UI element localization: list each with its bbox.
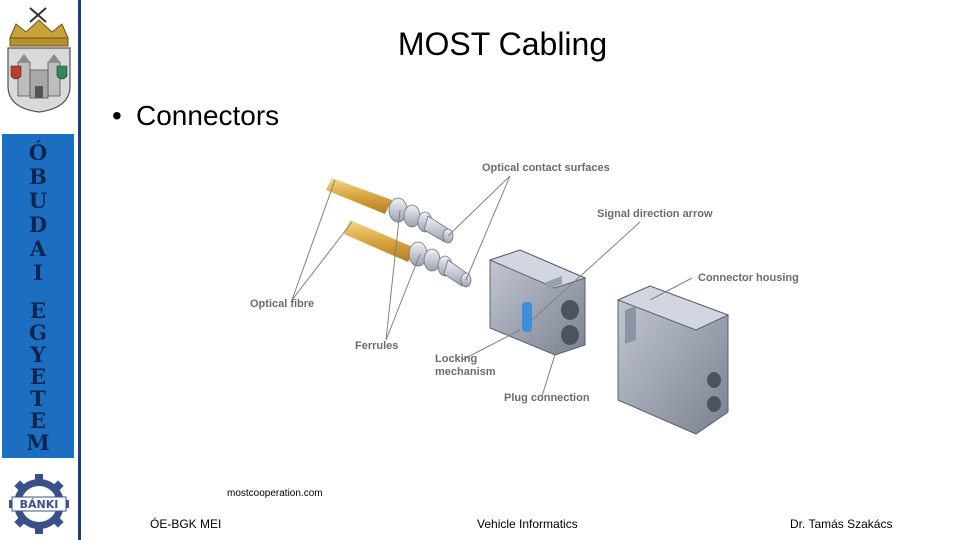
- slide-title: MOST Cabling: [397, 26, 608, 62]
- university-name-band: Ó B U D A I E G Y E T E M: [2, 134, 74, 458]
- university-letter: T: [30, 386, 46, 411]
- university-letter: Y: [30, 342, 46, 367]
- university-crest-icon: [7, 7, 71, 113]
- sidebar-divider: [78, 0, 81, 540]
- connector-illustration: [291, 175, 730, 435]
- label-mechanism: mechanism: [435, 366, 496, 378]
- label-plug-connection: Plug connection: [504, 392, 590, 404]
- label-connector-housing: Connector housing: [698, 272, 799, 284]
- banki-logo-text: BÁNKI: [20, 498, 59, 511]
- university-letter: M: [26, 430, 50, 455]
- footer-department: ÓE-BGK MEI: [150, 517, 222, 531]
- footer-course: Vehicle Informatics: [477, 517, 578, 531]
- university-letter: I: [33, 260, 43, 285]
- label-signal-direction-arrow: Signal direction arrow: [597, 208, 713, 220]
- bullet-text: Connectors: [136, 100, 280, 131]
- university-letter: U: [28, 188, 48, 213]
- connector-diagram: Optical contact surfaces Signal directio…: [240, 150, 820, 450]
- footer-author: Dr. Tamás Szakács: [790, 517, 893, 531]
- image-source: mostcooperation.com: [227, 488, 323, 499]
- university-letter: E: [29, 408, 46, 433]
- bullet-item: • Connectors: [112, 100, 279, 132]
- university-letter: Ó: [28, 140, 48, 165]
- university-letter: G: [29, 320, 47, 345]
- banki-gear-logo-icon: BÁNKI: [9, 474, 69, 534]
- optical-fibre-lower: [344, 220, 472, 288]
- university-letter: B: [29, 164, 47, 189]
- leader-lines: [291, 175, 693, 397]
- bullet-dot-icon: •: [112, 100, 122, 131]
- label-locking: Locking: [435, 353, 478, 365]
- label-optical-fibre: Optical fibre: [250, 298, 315, 310]
- label-ferrules: Ferrules: [355, 340, 399, 352]
- university-letter: E: [29, 298, 46, 323]
- sidebar: Ó B U D A I E G Y E T E M BÁNKI: [0, 0, 82, 540]
- optical-fibre-upper: [326, 178, 454, 244]
- university-letter: D: [28, 212, 48, 237]
- label-optical-contact-surfaces: Optical contact surfaces: [482, 162, 610, 174]
- plug-connector: [488, 249, 587, 356]
- connector-housing: [616, 285, 730, 435]
- university-letter: A: [29, 236, 47, 261]
- university-letter: E: [29, 364, 46, 389]
